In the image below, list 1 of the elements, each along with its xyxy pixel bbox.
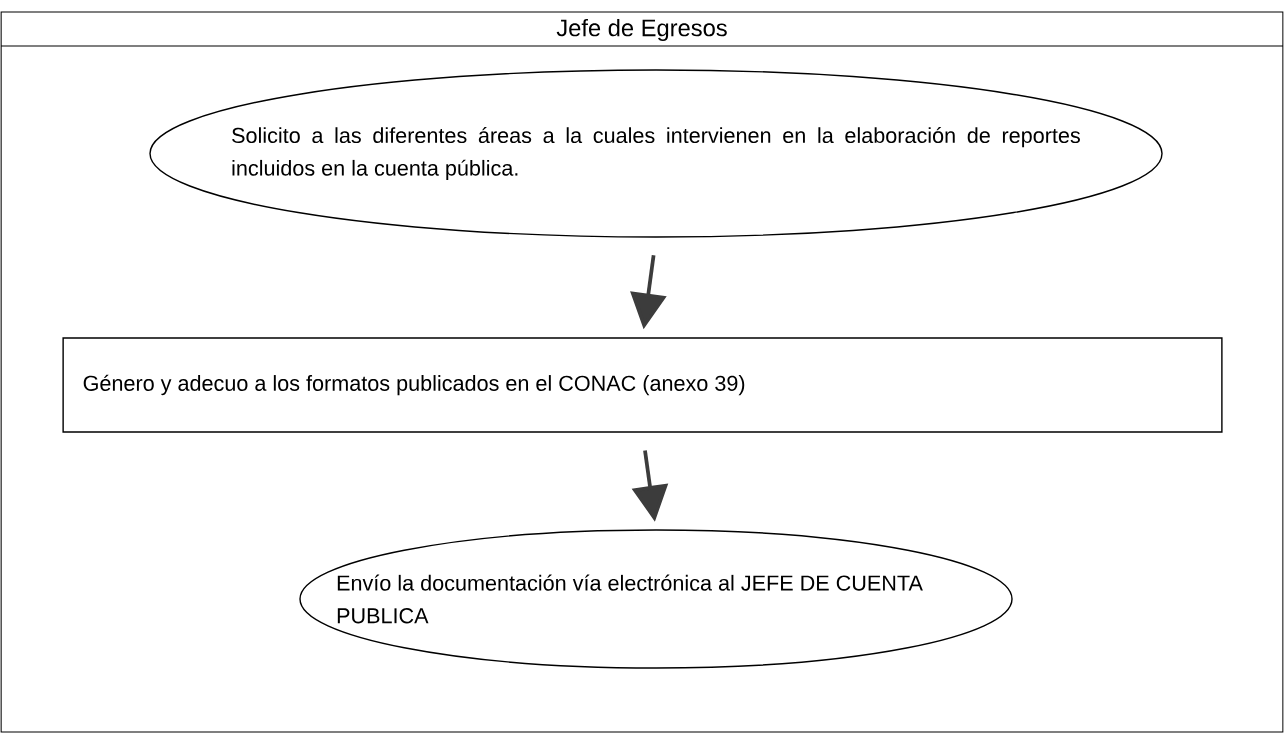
process-box: Género y adecuo a los formatos publicados en el CONAC (anexo 39) <box>62 337 1223 433</box>
